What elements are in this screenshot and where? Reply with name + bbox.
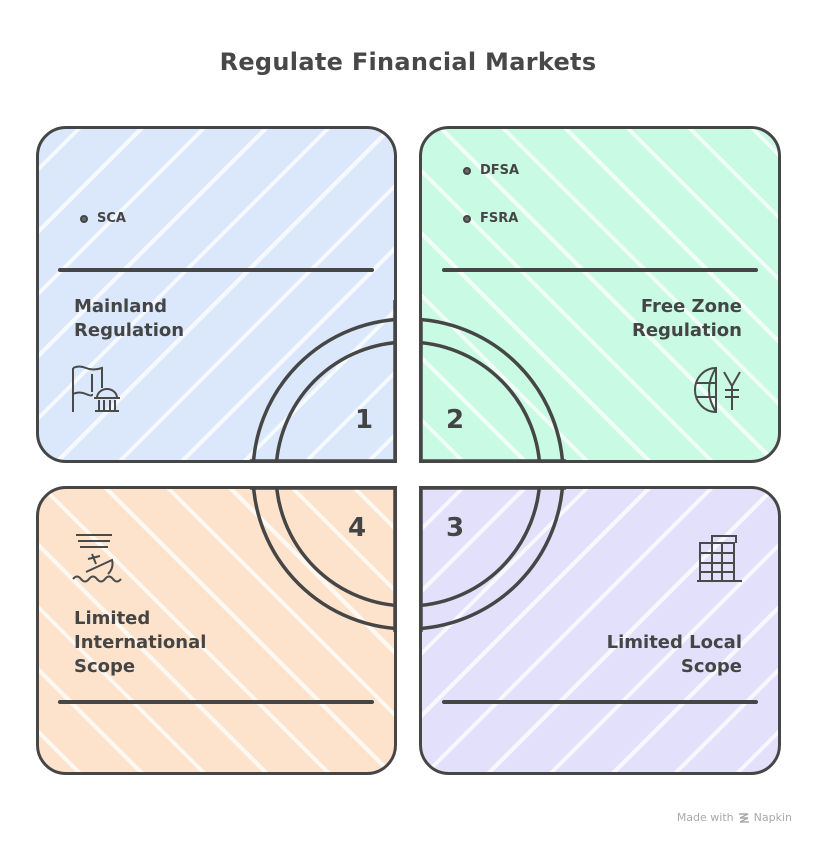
napkin-brand-text: Napkin <box>753 811 792 824</box>
globe-yen-icon <box>694 366 741 414</box>
napkin-logo-icon <box>738 812 749 823</box>
flag-government-building-icon <box>72 365 120 412</box>
quadrant-3-label: Limited Local Scope <box>607 631 742 679</box>
diagram-title: Regulate Financial Markets <box>219 48 597 76</box>
quadrant-number-3: 3 <box>446 513 465 543</box>
bullet-dot-icon <box>463 166 471 175</box>
made-with-text: Made with <box>676 811 734 824</box>
bullet-dot-icon <box>463 214 471 223</box>
label-line: Mainland <box>74 296 168 317</box>
divider-line <box>58 268 374 272</box>
bullet-dot-icon <box>80 214 88 223</box>
quadrant-2-label: Free Zone Regulation <box>632 295 742 343</box>
quadrant-1-label: Mainland Regulation <box>74 295 184 343</box>
label-line: Regulation <box>74 320 185 341</box>
label-line: Free Zone <box>640 296 742 317</box>
label-line: Limited <box>74 608 151 629</box>
made-with-napkin-badge[interactable]: Made with Napkin <box>677 811 792 824</box>
label-line: Limited Local <box>606 632 742 653</box>
bullet-text: SCA <box>97 211 126 226</box>
label-line: Scope <box>74 656 136 677</box>
office-building-icon <box>697 535 742 582</box>
bullet-text: DFSA <box>480 163 520 178</box>
label-line: Regulation <box>631 320 742 341</box>
label-line: Scope <box>680 656 742 677</box>
sinking-ship-icon <box>72 534 122 583</box>
label-line: International <box>74 632 207 653</box>
bullet-item: DFSA <box>463 163 519 178</box>
bullet-text: FSRA <box>480 211 519 226</box>
quadrant-number-2: 2 <box>446 405 465 435</box>
divider-line <box>58 700 374 704</box>
divider-line <box>442 700 758 704</box>
bullet-item: FSRA <box>463 211 518 226</box>
quadrant-4-label: Limited International Scope <box>74 607 206 679</box>
divider-line <box>442 268 758 272</box>
horizontal-gap <box>240 463 580 486</box>
bullet-item: SCA <box>80 211 126 226</box>
quadrant-number-1: 1 <box>355 405 374 435</box>
quadrant-number-4: 4 <box>348 513 367 543</box>
